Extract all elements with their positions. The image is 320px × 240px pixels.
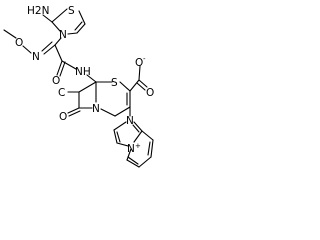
bond-c9-o — [67, 107, 80, 114]
bond-c7-c8 — [78, 81, 97, 93]
bond-amide-c-nh — [61, 60, 77, 70]
atom-methoxy-o-label: O — [15, 37, 23, 49]
atom-amide-nh-label: NH — [75, 66, 91, 78]
bond-n-c-oxime-double — [41, 41, 53, 52]
bond-cooc-o2-double — [136, 82, 146, 91]
bond-c2-cooc — [129, 79, 140, 92]
bond-cooc-o1 — [138, 65, 141, 81]
bond-n-c-oxime — [43, 44, 56, 55]
pyridinium-charge: + — [135, 142, 141, 150]
atom-lactam-o-label: O — [59, 111, 67, 123]
atom-amine-label: H2N — [27, 5, 49, 17]
bond-c3-c4 — [114, 106, 131, 117]
bond-imid-c-npy — [116, 142, 129, 147]
atom-carboxylate-o2-label: O — [146, 87, 154, 99]
atom-ring-s-label: S — [111, 77, 118, 89]
bond-c2-nh2 — [42, 14, 53, 23]
atom-amide-o-label: O — [52, 75, 60, 87]
bond-amide-c-o-double — [59, 61, 66, 77]
bond-c5-npy — [126, 148, 132, 161]
bond-c6-c5-double — [127, 156, 139, 165]
bond-c8a-imid-n-double — [132, 124, 140, 133]
atom-carboxylate-o1-label: O — [135, 57, 143, 69]
bond-c8-c7-double — [147, 141, 151, 156]
bonds — [3, 8, 154, 168]
bond-methyl-o — [3, 29, 17, 39]
bond-thz-n-c2 — [51, 21, 61, 32]
bond-o-n-oxime — [22, 45, 32, 54]
bond-thz-c5-c4 — [76, 23, 86, 34]
bond-c4-n — [100, 108, 116, 117]
atom-imidazole-n-label: N — [126, 115, 134, 127]
carboxylate-charge: - — [143, 55, 146, 63]
bond-amide-c-o — [56, 60, 63, 76]
atom-thiazole-n-label: N — [59, 29, 67, 41]
bond-cooc-o2 — [138, 79, 148, 88]
bond-s-c2 — [119, 81, 131, 92]
bond-imid-c-c — [113, 129, 118, 144]
bond-c9-o-double — [68, 110, 81, 117]
bond-c6-c5 — [126, 159, 140, 168]
bond-imid-n-c — [113, 121, 127, 131]
bond-thz-c2-s — [51, 8, 68, 23]
atom-labels: H2N S N O N NH O S C N O O - O N N + — [15, 5, 154, 155]
bond-thz-s-c5 — [78, 10, 86, 25]
bond-thz-c4-n — [67, 32, 78, 35]
bond-c8a-c8 — [141, 130, 154, 141]
bond-c8-c7 — [150, 139, 154, 158]
bond-c8a-imid-n — [133, 121, 143, 132]
atom-lactam-n-label: N — [92, 103, 100, 115]
bond-c7-c6 — [138, 156, 152, 168]
atom-thiazole-s-label: S — [68, 5, 75, 17]
atom-oxime-n-label: N — [32, 51, 40, 63]
bond-thz-c5-c4-double — [74, 21, 83, 31]
chemical-structure-diagram: H2N S N O N NH O S C N O O - O N N + — [3, 5, 154, 168]
atom-pyridinium-n-label: N — [127, 143, 135, 155]
bond-c-amide-c — [54, 44, 63, 62]
bond-nh-c7 — [86, 74, 97, 83]
bond-c-thiazole-n — [54, 37, 62, 46]
bond-imid-c-c-double — [116, 131, 121, 143]
bond-npy-c8a — [133, 130, 143, 143]
atom-methyl-c-label: C — [58, 87, 65, 99]
